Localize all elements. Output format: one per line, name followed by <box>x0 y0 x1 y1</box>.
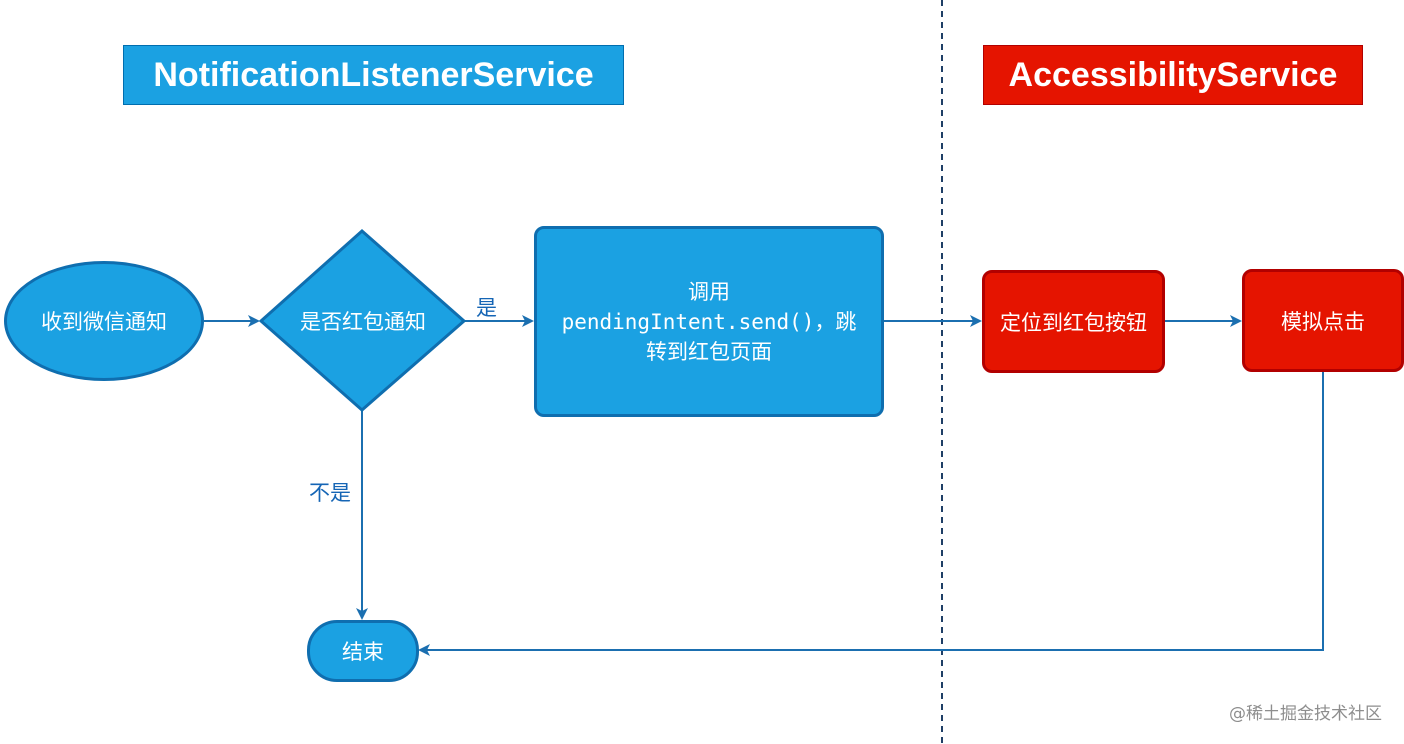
edge-click-to-end <box>418 372 1324 656</box>
send-intent-node: 调用 pendingIntent.send()，跳 转到红包页面 <box>534 226 884 417</box>
simulate-click-node: 模拟点击 <box>1242 269 1404 372</box>
start-node: 收到微信通知 <box>4 261 204 381</box>
no-edge-label: 不是 <box>309 481 351 505</box>
end-node-label: 结束 <box>342 640 384 664</box>
send-intent-line1: 调用 <box>688 279 730 304</box>
locate-button-node: 定位到红包按钮 <box>982 270 1165 373</box>
yes-edge-label: 是 <box>476 296 497 320</box>
send-intent-line3: 转到红包页面 <box>646 339 772 364</box>
watermark: @稀土掘金技术社区 <box>1229 704 1382 724</box>
lane-title-accessibility: AccessibilityService <box>983 45 1363 105</box>
lane-title-notification-listener: NotificationListenerService <box>123 45 624 105</box>
decision-diamond <box>258 228 467 412</box>
locate-button-label: 定位到红包按钮 <box>1000 310 1147 335</box>
end-node: 结束 <box>307 620 419 682</box>
start-node-label: 收到微信通知 <box>41 310 167 334</box>
simulate-click-label: 模拟点击 <box>1281 309 1365 334</box>
decision-node-label: 是否红包通知 <box>300 310 426 334</box>
send-intent-line2: pendingIntent.send()，跳 <box>561 309 857 334</box>
